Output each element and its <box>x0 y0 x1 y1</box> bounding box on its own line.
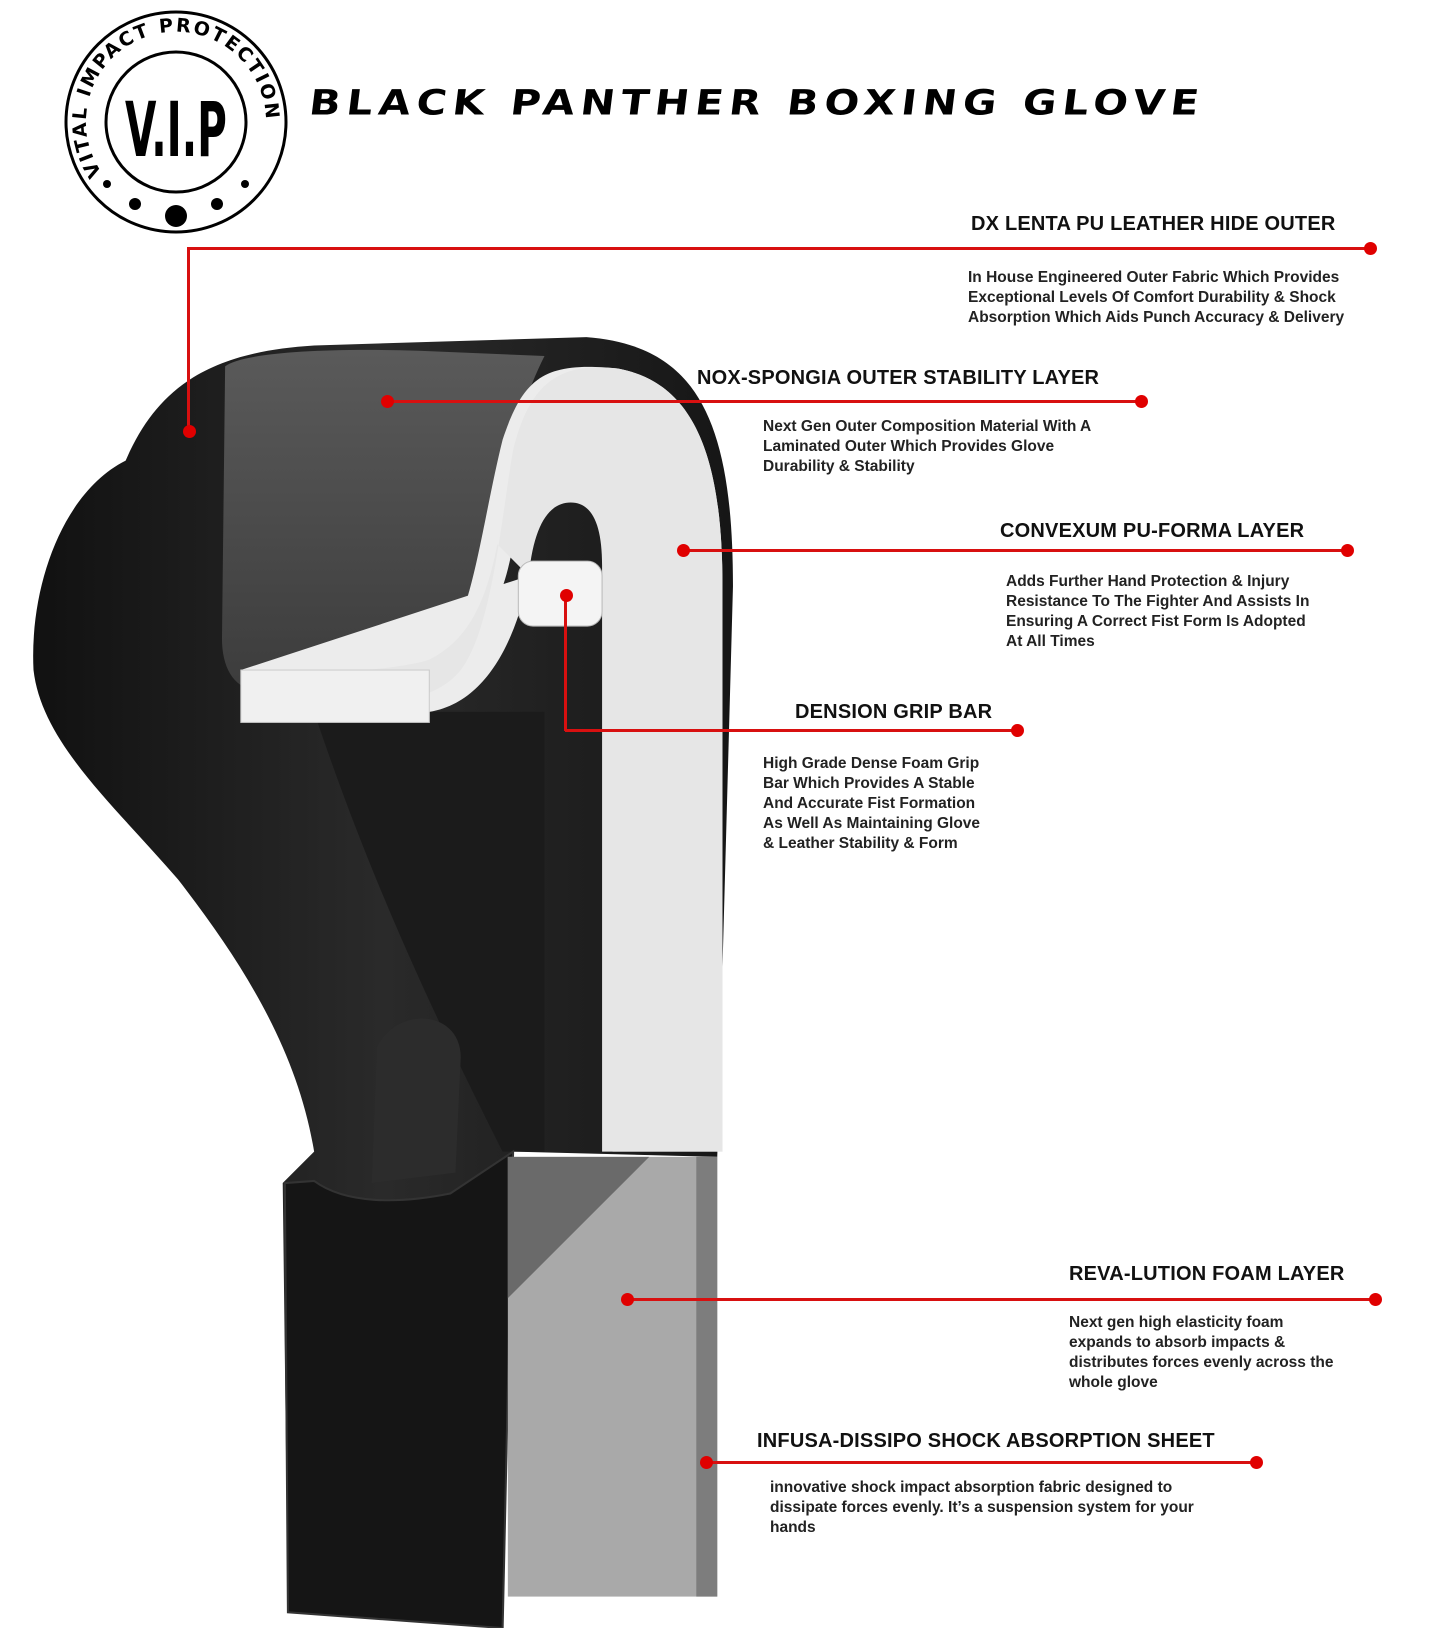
description-line: expands to absorb impacts & <box>1069 1334 1286 1351</box>
callout-dot <box>1364 242 1377 255</box>
callout-description: Next gen high elasticity foam expands to… <box>1069 1313 1333 1393</box>
callout-heading-stability: NOX-SPONGIA OUTER STABILITY LAYER <box>697 367 1100 389</box>
description-line: As Well As Maintaining Glove <box>763 815 981 832</box>
callout-leader-line <box>564 595 567 731</box>
callout-heading-outer: DX LENTA PU LEATHER HIDE OUTER <box>971 213 1336 235</box>
callout-leader-line <box>706 1461 1256 1464</box>
callout-dot <box>621 1293 634 1306</box>
callout-dot <box>1011 724 1024 737</box>
callout-dot <box>1369 1293 1382 1306</box>
callout-dot <box>183 425 196 438</box>
callout-dot <box>677 544 690 557</box>
callout-dot <box>1341 544 1354 557</box>
callout-leader-line <box>187 247 190 431</box>
description-line: Next Gen Outer Composition Material With… <box>763 418 1092 435</box>
callout-heading-convexum: CONVEXUM PU-FORMA LAYER <box>1000 520 1305 542</box>
foam-dark-wedge <box>507 1156 650 1299</box>
callout-leader-line <box>565 729 1017 732</box>
callout-dot <box>1135 395 1148 408</box>
description-line: distributes forces evenly across the <box>1069 1354 1334 1371</box>
page-title: BLACK PANTHER BOXING GLOVE <box>306 82 1208 123</box>
description-line: Durability & Stability <box>763 458 915 475</box>
description-line: dissipate forces evenly. It’s a suspensi… <box>770 1499 1194 1516</box>
callout-leader-line <box>188 247 1370 250</box>
description-line: Exceptional Levels Of Comfort Durability… <box>968 289 1336 306</box>
callout-leader-line <box>683 549 1347 552</box>
callout-description: High Grade Dense Foam Grip Bar Which Pro… <box>763 754 980 854</box>
callout-dot <box>700 1456 713 1469</box>
description-line: whole glove <box>1069 1374 1158 1391</box>
description-line: Absorption Which Aids Punch Accuracy & D… <box>968 309 1345 326</box>
callout-heading-grip-bar: DENSION GRIP BAR <box>795 701 993 723</box>
callout-description: innovative shock impact absorption fabri… <box>770 1478 1194 1538</box>
callout-leader-line <box>387 400 1141 403</box>
callout-dot <box>1250 1456 1263 1469</box>
callout-heading-shock-sheet: INFUSA-DISSIPO SHOCK ABSORPTION SHEET <box>757 1430 1215 1452</box>
callout-heading-foam: REVA-LUTION FOAM LAYER <box>1069 1263 1345 1285</box>
callout-description: Next Gen Outer Composition Material With… <box>763 417 1091 477</box>
glove-outer-shell <box>33 337 733 1628</box>
description-line: In House Engineered Outer Fabric Which P… <box>968 269 1340 286</box>
description-line: Resistance To The Fighter And Assists In <box>1006 593 1310 610</box>
description-line: & Leather Stability & Form <box>763 835 958 852</box>
callout-dot <box>381 395 394 408</box>
description-line: And Accurate Fist Formation <box>763 795 976 812</box>
description-line: hands <box>770 1519 816 1536</box>
description-line: Bar Which Provides A Stable <box>763 775 975 792</box>
description-line: innovative shock impact absorption fabri… <box>770 1479 1173 1496</box>
callout-dot <box>560 589 573 602</box>
callout-description: In House Engineered Outer Fabric Which P… <box>968 268 1344 328</box>
vip-logo: VITAL IMPACT PROTECTION V.I.P <box>62 8 290 236</box>
description-line: High Grade Dense Foam Grip <box>763 755 980 772</box>
palm-mesh <box>314 711 545 1152</box>
foam-base-edge <box>240 669 430 723</box>
description-line: Next gen high elasticity foam <box>1069 1314 1284 1331</box>
cuff-pocket <box>283 1149 515 1628</box>
description-line: Adds Further Hand Protection & Injury <box>1006 573 1290 590</box>
callout-description: Adds Further Hand Protection & Injury Re… <box>1006 572 1309 652</box>
foam-block <box>240 367 723 1152</box>
description-line: At All Times <box>1006 633 1095 650</box>
callout-leader-line <box>627 1298 1375 1301</box>
svg-text:V.I.P: V.I.P <box>125 87 227 174</box>
description-line: Laminated Outer Which Provides Glove <box>763 438 1055 455</box>
shock-sheet <box>696 1156 718 1597</box>
strap-velcro <box>371 1018 461 1184</box>
description-line: Ensuring A Correct Fist Form Is Adopted <box>1006 613 1306 630</box>
